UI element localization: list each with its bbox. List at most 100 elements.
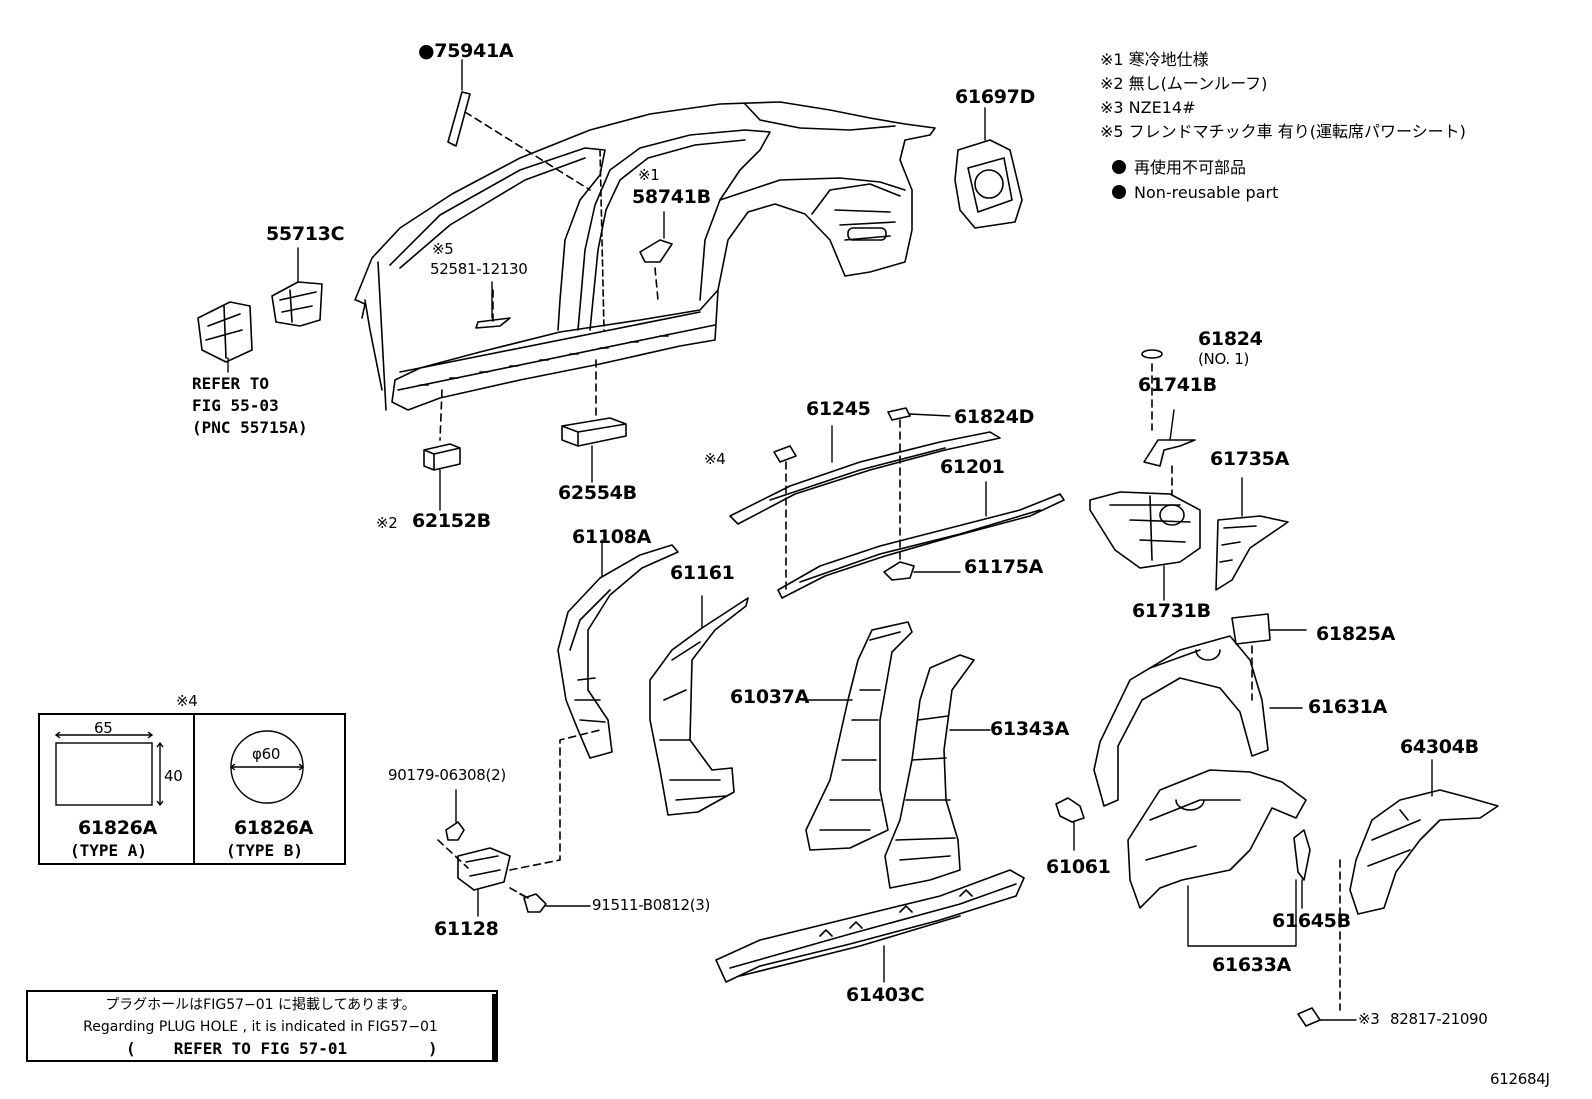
part-55713c-shape: [271, 247, 323, 327]
label-75941a: ●75941A: [418, 40, 514, 62]
label-61735a: 61735A: [1210, 448, 1290, 470]
legend-note-3: ※3 NZE14#: [1100, 98, 1196, 117]
part-61161-shape: [649, 595, 749, 816]
label-62152b-note: ※2: [376, 514, 398, 532]
type-a-type: (TYPE A): [70, 841, 148, 860]
type-b-diameter: φ60: [252, 745, 281, 763]
label-61697d: 61697D: [955, 86, 1036, 108]
label-61061: 61061: [1046, 856, 1111, 878]
label-52581-note: ※5: [432, 240, 454, 258]
label-61825a: 61825A: [1316, 623, 1396, 645]
label-61824: 61824: [1198, 328, 1263, 350]
type-box-header: ※4: [176, 692, 198, 710]
label-91511: 91511-B0812(3): [592, 896, 711, 914]
label-61741b: 61741B: [1138, 374, 1217, 396]
label-61245: 61245: [806, 398, 871, 420]
roof-callouts: [785, 419, 901, 591]
label-82817: 82817-21090: [1390, 1010, 1488, 1028]
label-61824-sub: (NO. 1): [1198, 350, 1250, 368]
label-52581: 52581-12130: [430, 260, 528, 278]
part-61741b-shape: [1143, 409, 1196, 467]
part-61403c-shape: [715, 869, 1025, 983]
non-reusable-dot-icon: [1112, 185, 1126, 199]
type-b-type: (TYPE B): [226, 841, 304, 860]
part-61735a-shape: [1215, 477, 1289, 591]
part-75941a-shape: [447, 91, 471, 147]
type-a-width: 65: [94, 719, 113, 737]
part-61245-shape: [729, 425, 1001, 525]
label-61161: 61161: [670, 562, 735, 584]
type-a-part: 61826A: [78, 817, 158, 839]
type-box: 65 40 61826A (TYPE A) φ60 61826A (TYPE B…: [38, 713, 346, 865]
type-a-height: 40: [164, 767, 183, 785]
note-box-shadow: [492, 994, 498, 1062]
plug-note-ref: ( REFER TO FIG 57-01 ): [126, 1039, 438, 1058]
part-90179-shape: [445, 821, 465, 841]
label-61645b: 61645B: [1272, 910, 1351, 932]
label-62152b: 62152B: [412, 510, 491, 532]
part-62554b-shape: [561, 417, 627, 483]
part-note4-patch-shape: [773, 445, 797, 463]
label-58741b-note: ※1: [638, 166, 660, 184]
label-61128: 61128: [434, 918, 499, 940]
label-90179: 90179-06308(2): [388, 766, 506, 784]
part-61175a-shape: [883, 561, 915, 581]
label-55713c: 55713C: [266, 223, 345, 245]
pillar-callouts: [437, 729, 601, 899]
label-refer-2: FIG 55-03: [192, 396, 279, 415]
label-61633a: 61633A: [1212, 954, 1292, 976]
part-62152b-shape: [423, 443, 461, 511]
label-61824d: 61824D: [954, 406, 1035, 428]
label-58741b: 58741B: [632, 186, 711, 208]
legend-non-reusable-en: Non-reusable part: [1112, 185, 1278, 201]
part-61731b-shape: [1089, 491, 1201, 601]
diagram-id: 612684J: [1490, 1070, 1550, 1088]
legend-non-reusable-jp: 再使用不可部品: [1112, 160, 1246, 176]
plug-hole-note-box: プラグホールはFIG57−01 に掲載してあります。 Regarding PLU…: [26, 990, 498, 1062]
part-61825a-shape: [1231, 613, 1271, 645]
non-reusable-dot-icon: [1112, 160, 1126, 174]
part-64304b-shape: [1349, 759, 1499, 915]
type-box-figures: [54, 730, 305, 807]
part-61633a-shape: [1127, 769, 1307, 947]
part-52581-shape: [475, 317, 511, 329]
part-58741b-shape: [639, 239, 673, 263]
plug-note-en: Regarding PLUG HOLE , it is indicated in…: [83, 1019, 438, 1035]
label-61343a: 61343A: [990, 718, 1070, 740]
part-61128-shape: [457, 847, 511, 917]
label-82817-note: ※3: [1358, 1010, 1380, 1028]
label-refer-3: (PNC 55715A): [192, 418, 308, 437]
part-61343a-shape: [884, 654, 991, 889]
label-64304b: 64304B: [1400, 736, 1479, 758]
label-61403c: 61403C: [846, 984, 925, 1006]
label-61631a: 61631A: [1308, 696, 1388, 718]
part-91511-shape: [519, 893, 547, 913]
type-box-divider: [193, 715, 195, 863]
part-61824d-shape: [887, 407, 911, 421]
label-61201: 61201: [940, 456, 1005, 478]
label-61175a: 61175A: [964, 556, 1044, 578]
type-b-part: 61826A: [234, 817, 314, 839]
main-panel-callouts: [439, 111, 659, 441]
part-61201-shape: [777, 481, 1065, 599]
label-refer-1: REFER TO: [192, 374, 270, 393]
part-61645b-shape: [1293, 829, 1311, 881]
part-61108a-shape: [557, 539, 679, 759]
label-61108a: 61108A: [572, 526, 652, 548]
part-refer-bracket-shape: [197, 301, 253, 373]
legend-note-1: ※1 寒冷地仕様: [1100, 50, 1209, 69]
legend-note-2: ※2 無し(ムーンルーフ): [1100, 74, 1268, 93]
label-61037a: 61037A: [730, 686, 810, 708]
part-61061-shape: [1055, 797, 1085, 823]
part-61631a-shape: [1093, 635, 1303, 807]
part-61697d-shape: [954, 107, 1023, 229]
side-panel-outer: [354, 101, 936, 411]
part-82817-shape: [1297, 1007, 1321, 1027]
part-61824-shape: [1141, 349, 1163, 359]
label-61731b: 61731B: [1132, 600, 1211, 622]
plug-note-jp: プラグホールはFIG57−01 に掲載してあります。: [105, 997, 416, 1013]
label-note4: ※4: [704, 450, 726, 468]
part-61037a-shape: [801, 621, 913, 851]
legend-note-5: ※5 フレンドマチック車 有り(運転席パワーシート): [1100, 122, 1466, 141]
